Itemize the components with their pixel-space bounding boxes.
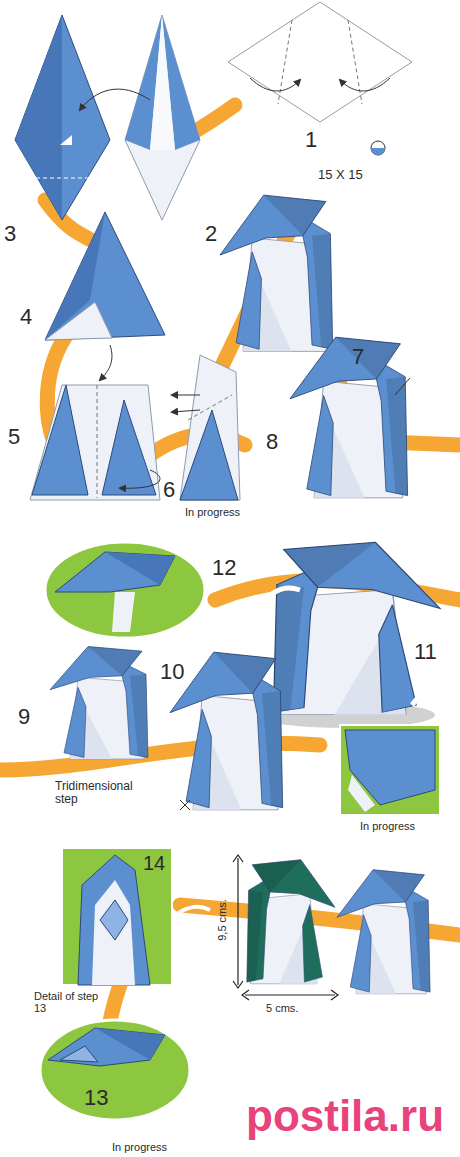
- step-14-detail: [62, 848, 210, 985]
- step-10-shape: [170, 652, 283, 810]
- progress-note: In progress: [360, 820, 415, 832]
- step-number: 11: [414, 640, 437, 664]
- watermark: postila.ru: [246, 1092, 444, 1140]
- step-9-shape: [50, 647, 148, 759]
- step-number: 7: [352, 345, 364, 369]
- final-penguin: [337, 870, 430, 994]
- push-mark: [395, 378, 410, 395]
- push-mark: [180, 800, 190, 810]
- step-2-kite: [125, 15, 200, 220]
- step-number: 3: [4, 222, 16, 246]
- step-number: 8: [266, 430, 278, 454]
- step-1-square: [228, 2, 412, 155]
- step-number: 6: [163, 478, 175, 502]
- step-6-shape: [172, 355, 240, 500]
- pointer-arrow: [265, 588, 300, 600]
- orange-track: [0, 105, 460, 1022]
- step-note: Tridimensional step: [55, 780, 155, 806]
- step-8-shape: [290, 337, 408, 498]
- step-11-shape: [273, 542, 440, 714]
- detail-note: Detail of step 13: [34, 990, 106, 1014]
- step-13-detail: [40, 1020, 190, 1120]
- step-number: 4: [20, 305, 32, 329]
- step-number: 2: [205, 222, 217, 246]
- step-4-shape: [45, 212, 165, 380]
- step-5-shape: [30, 385, 160, 500]
- step-12-detail: [45, 542, 205, 638]
- step-number: 13: [84, 1086, 108, 1110]
- progress-note: In progress: [112, 1141, 167, 1153]
- step-number: 9: [18, 705, 30, 729]
- dimension-label: 5 cms.: [266, 1002, 298, 1014]
- step-number: 14: [143, 852, 165, 874]
- step-11-inset: [340, 668, 440, 815]
- step-number: 5: [8, 425, 20, 449]
- step-number: 12: [212, 556, 236, 580]
- step-7-shape: [220, 195, 333, 351]
- step-number: 10: [160, 660, 184, 684]
- progress-note: In progress: [185, 506, 240, 518]
- dimension-label: 9,5 cms.: [216, 899, 228, 941]
- final-penguin: [247, 860, 335, 984]
- step-3-kite: [15, 15, 150, 220]
- dimension-lines: [233, 855, 338, 1000]
- step-number: 1: [305, 128, 317, 152]
- paper-size: 15 X 15: [318, 168, 363, 182]
